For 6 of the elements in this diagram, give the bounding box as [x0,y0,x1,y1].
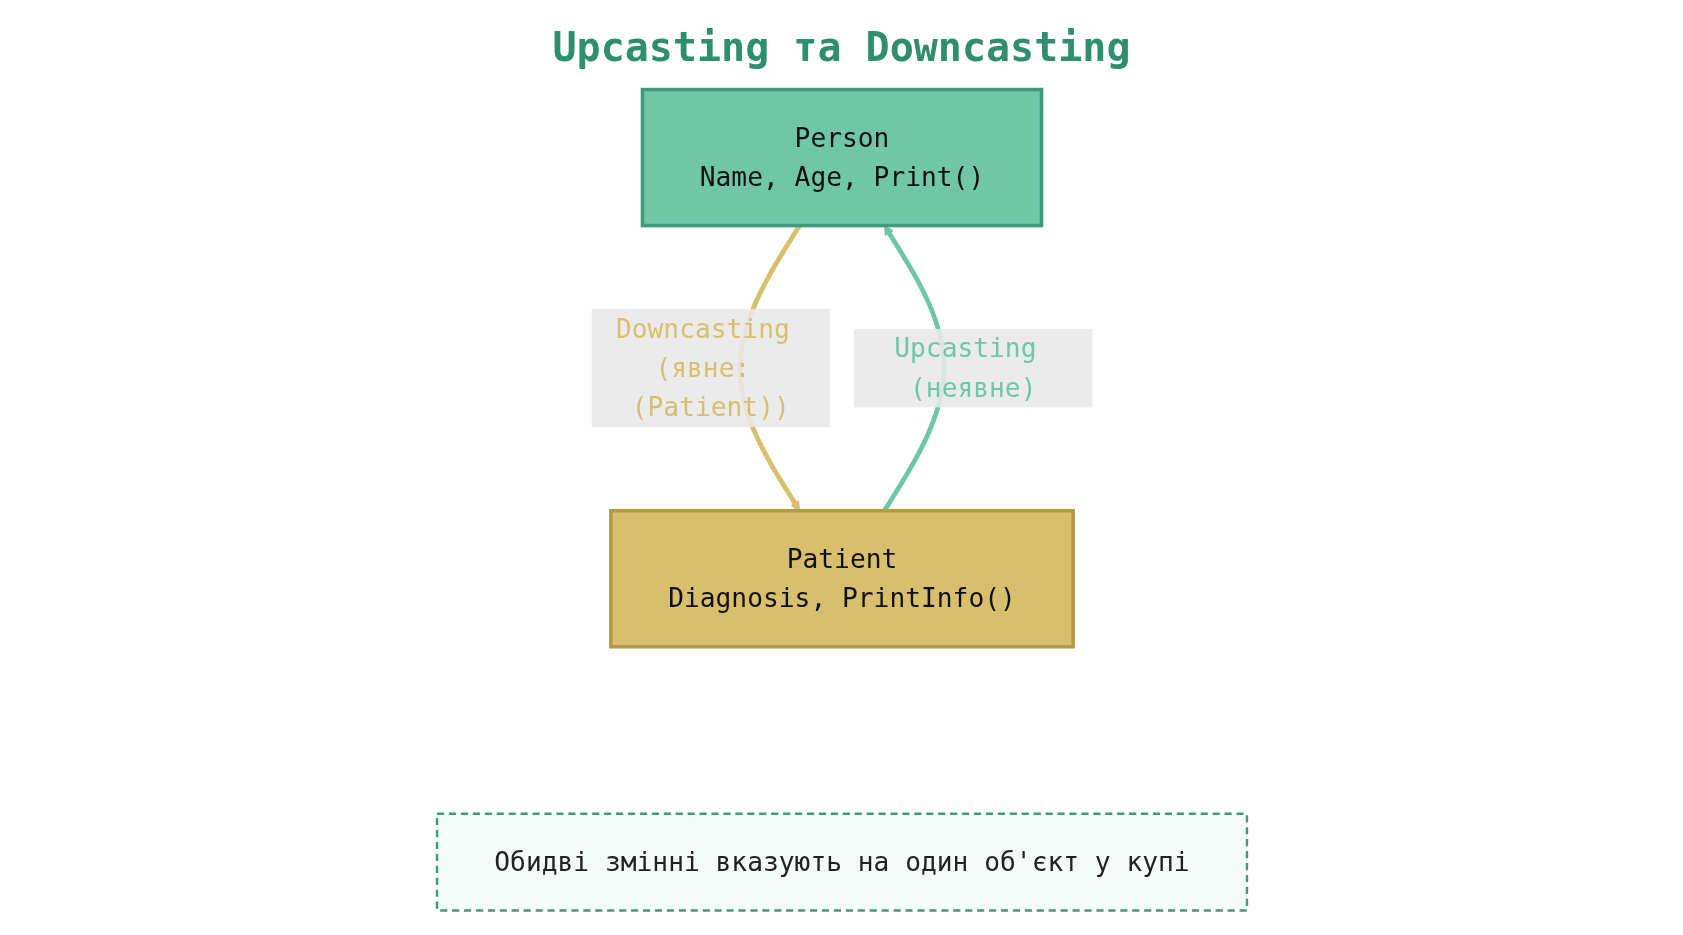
node-box: Обидві змінні вказують на один об'єкт у купі [435,812,1248,912]
edge-label: Upcasting (неявне) [893,333,1036,403]
diagram-title: Upcasting та Downcasting [551,24,1132,70]
node-box: Person Name, Age, Print() [640,87,1043,228]
edge-label: Downcasting (явне: (Patient)) [615,313,790,423]
node-box: Patient Diagnosis, PrintInfo() [608,508,1075,649]
